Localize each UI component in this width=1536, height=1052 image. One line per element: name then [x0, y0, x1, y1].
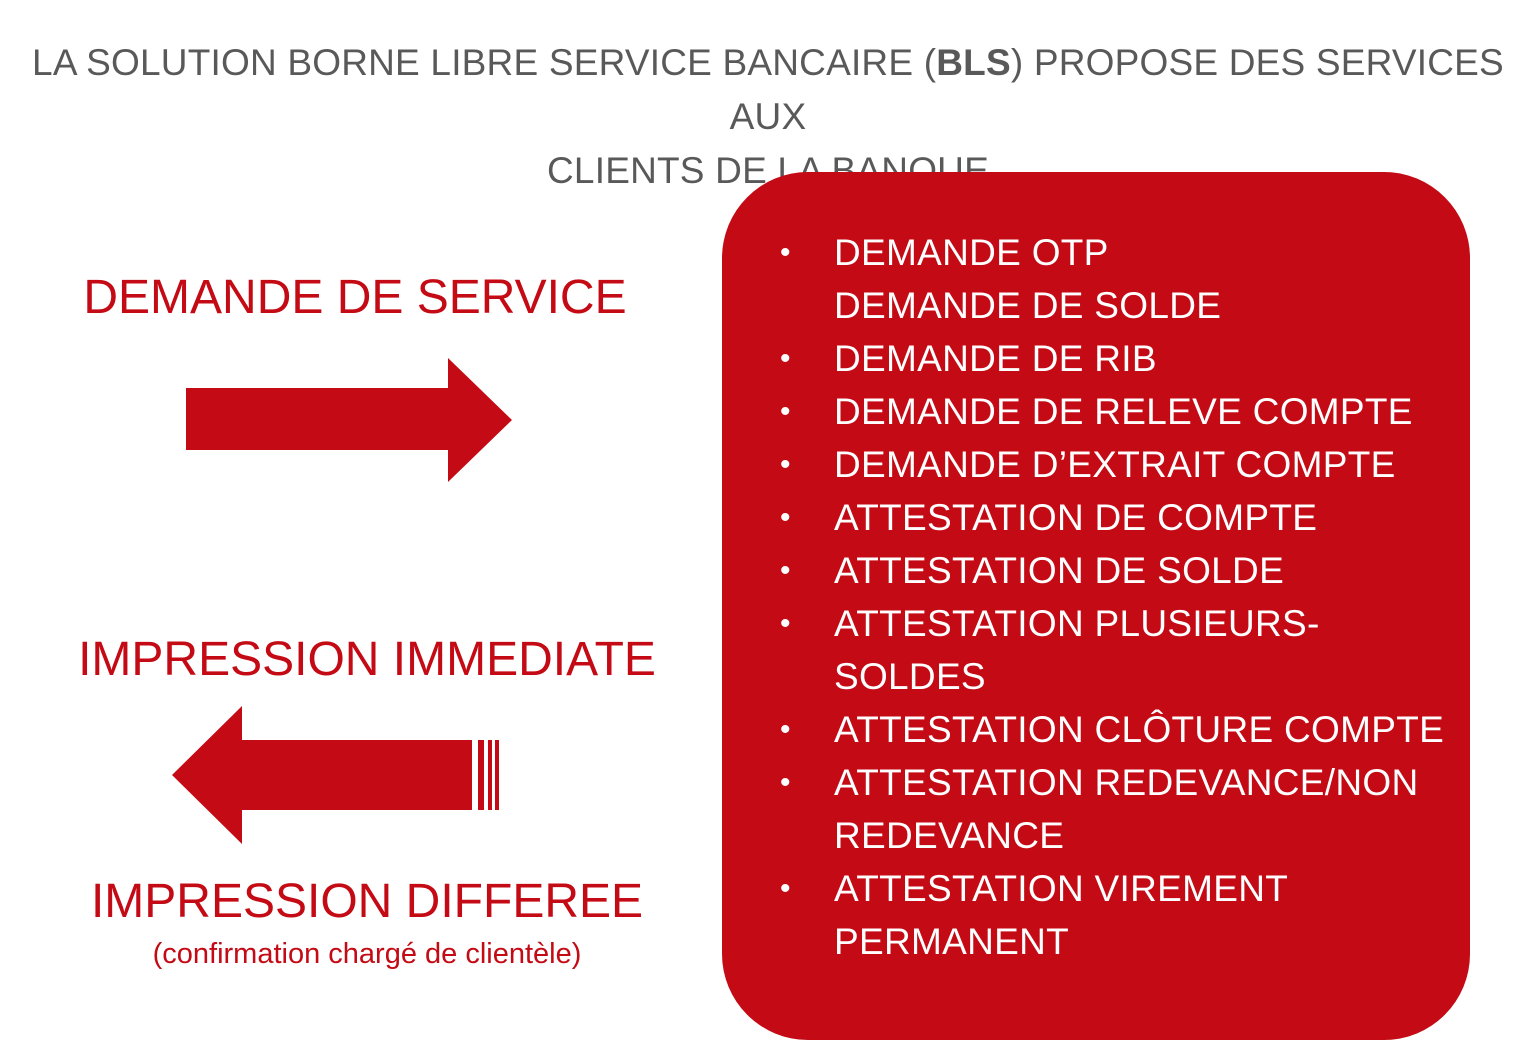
title-line-1: LA SOLUTION BORNE LIBRE SERVICE BANCAIRE… [0, 36, 1536, 144]
bullet: • [780, 607, 791, 640]
service-item: • DEMANDE OTP DEMANDE DE SOLDE [722, 226, 1470, 332]
bullet: • [780, 554, 791, 587]
service-item: • DEMANDE DE RIB [722, 332, 1470, 385]
bullet: • [780, 395, 791, 428]
bullet: • [780, 766, 791, 799]
arrow-right-icon [186, 358, 512, 482]
bullet: • [780, 872, 791, 905]
service-item: • ATTESTATION DE SOLDE [722, 544, 1470, 597]
service-item-label-continued: REDEVANCE [834, 815, 1065, 856]
arrow-stripe-1 [478, 740, 484, 810]
service-item-label: DEMANDE DE RIB [834, 338, 1157, 379]
services-list: • DEMANDE OTP DEMANDE DE SOLDE • DEMANDE… [722, 226, 1470, 968]
service-item: • ATTESTATION PLUSIEURS- SOLDES [722, 597, 1470, 703]
immediate-print-label: IMPRESSION IMMEDIATE [78, 633, 656, 686]
arrow-stripe-3 [495, 740, 499, 810]
arrow-right-shape [186, 358, 512, 482]
deferred-print-label: IMPRESSION DIFFEREE [90, 875, 644, 928]
service-item: • ATTESTATION CLÔTURE COMPTE [722, 703, 1470, 756]
service-item-label: ATTESTATION DE SOLDE [834, 550, 1285, 591]
title-text-before: LA SOLUTION BORNE LIBRE SERVICE BANCAIRE… [32, 42, 937, 83]
service-item: • DEMANDE D’EXTRAIT COMPTE [722, 438, 1470, 491]
arrow-stripe-2 [488, 740, 492, 810]
arrow-left-shape [172, 706, 472, 844]
service-item: • ATTESTATION DE COMPTE [722, 491, 1470, 544]
bullet: • [780, 236, 791, 269]
service-item-label: DEMANDE DE RELEVE COMPTE [834, 391, 1413, 432]
service-item-label: DEMANDE OTP [834, 232, 1109, 273]
service-item-label: ATTESTATION CLÔTURE COMPTE [834, 709, 1445, 750]
services-panel: • DEMANDE OTP DEMANDE DE SOLDE • DEMANDE… [722, 172, 1470, 1040]
service-item-label: ATTESTATION DE COMPTE [834, 497, 1318, 538]
striped-arrow-left-icon [172, 706, 499, 844]
service-item-label: ATTESTATION VIREMENT [834, 868, 1289, 909]
bullet: • [780, 342, 791, 375]
bullet: • [780, 448, 791, 481]
title-acronym: BLS [936, 42, 1011, 83]
service-item: • ATTESTATION VIREMENT PERMANENT [722, 862, 1470, 968]
service-item: • ATTESTATION REDEVANCE/NON REDEVANCE [722, 756, 1470, 862]
title-text-after: ) PROPOSE DES SERVICES AUX [729, 42, 1504, 137]
service-item: • DEMANDE DE RELEVE COMPTE [722, 385, 1470, 438]
service-item-label: ATTESTATION PLUSIEURS- [834, 603, 1320, 644]
bullet: • [780, 501, 791, 534]
service-item-label: ATTESTATION REDEVANCE/NON [834, 762, 1419, 803]
bullet: • [780, 713, 791, 746]
service-item-label-continued: SOLDES [834, 656, 986, 697]
service-item-label-continued: PERMANENT [834, 921, 1069, 962]
service-item-label-continued: DEMANDE DE SOLDE [834, 285, 1222, 326]
deferred-print-note: (confirmation chargé de clientèle) [152, 938, 582, 970]
service-item-label: DEMANDE D’EXTRAIT COMPTE [834, 444, 1396, 485]
service-request-label: DEMANDE DE SERVICE [83, 271, 627, 324]
